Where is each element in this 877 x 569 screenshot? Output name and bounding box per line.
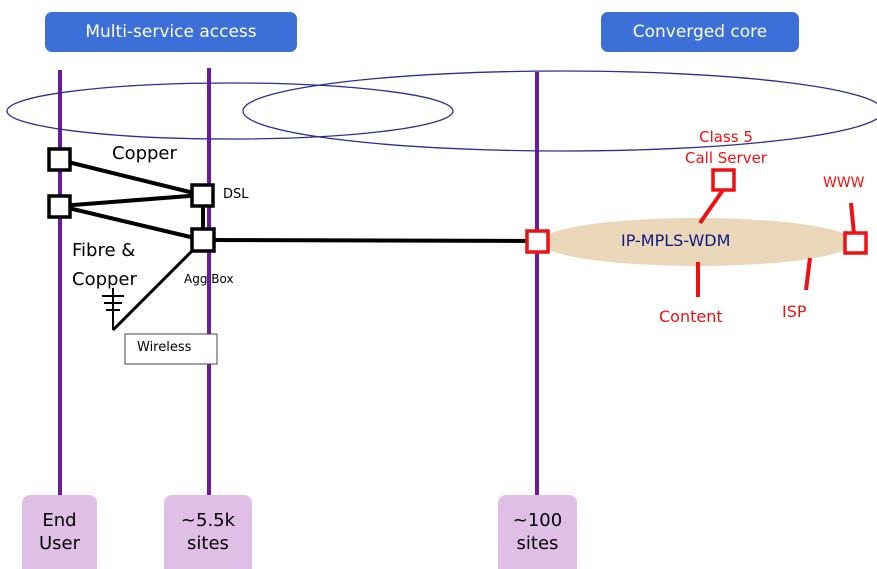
core-sites-box: ~100 sites bbox=[498, 495, 577, 569]
multi-service-access-header: Multi-service access bbox=[45, 12, 297, 52]
www-label: WWW bbox=[823, 175, 865, 191]
agg-box-node bbox=[190, 227, 216, 253]
core-edge-node bbox=[525, 229, 550, 254]
wireless-link bbox=[111, 238, 205, 332]
fibre-copper-label: Fibre & Copper bbox=[72, 240, 137, 290]
copper-label: Copper bbox=[112, 143, 177, 164]
isp-spur bbox=[804, 257, 812, 291]
access-ellipse bbox=[6, 82, 454, 140]
agg-box-label: Agg Box bbox=[184, 272, 234, 286]
class5-spur bbox=[698, 188, 725, 225]
end-user-node-copper bbox=[47, 147, 72, 172]
isp-label: ISP bbox=[782, 302, 807, 321]
aggbox-to-core-link bbox=[202, 238, 538, 243]
copper-to-dsl-link bbox=[59, 193, 203, 208]
dsl-label: DSL bbox=[223, 187, 249, 202]
converged-core-header: Converged core bbox=[601, 12, 799, 52]
class5-node bbox=[711, 168, 736, 192]
core-ellipse bbox=[242, 70, 877, 152]
www-spur bbox=[849, 202, 856, 235]
dsl-node bbox=[190, 183, 215, 208]
copper-link bbox=[59, 158, 203, 197]
end-user-site-box: End User bbox=[22, 495, 97, 569]
ip-mpls-wdm-label: IP-MPLS-WDM bbox=[621, 231, 731, 250]
antenna-icon bbox=[102, 288, 124, 330]
agg-sites-box: ~5.5k sites bbox=[164, 495, 252, 569]
ip-mpls-wdm-cloud bbox=[540, 218, 854, 266]
class5-call-server-label: Class 5 Call Server bbox=[685, 128, 767, 167]
content-label: Content bbox=[659, 307, 723, 326]
end-user-node-fibre bbox=[47, 194, 72, 219]
fibre-copper-link bbox=[59, 204, 204, 242]
wireless-label: Wireless bbox=[137, 340, 192, 355]
www-node bbox=[843, 231, 868, 255]
wireless-box bbox=[124, 333, 218, 365]
